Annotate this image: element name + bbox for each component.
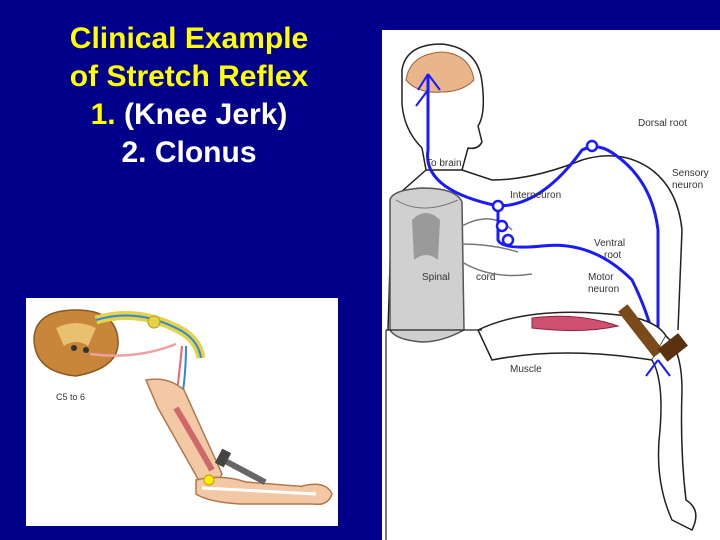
arm-reflex-svg: C5 to 6 xyxy=(33,309,333,506)
hand xyxy=(301,483,333,506)
sensory-neuron-label-1: Sensory xyxy=(672,168,709,179)
nerve-roots xyxy=(461,218,533,277)
reflex-hammer-head xyxy=(657,333,688,362)
lower-leg xyxy=(651,335,697,532)
sensory-neuron-label-2: neuron xyxy=(672,180,703,191)
forearm-bone xyxy=(201,486,317,496)
knee-jerk-illustration: Spinal cord To brain Dorsal root Sensory… xyxy=(382,30,720,540)
title-line-1: Clinical Example xyxy=(69,22,309,55)
to-brain-label: To brain xyxy=(426,158,462,169)
motor-neuron-dot xyxy=(83,347,89,353)
reflex-hammer-head xyxy=(214,448,232,468)
title-line-3-number: 1. xyxy=(90,98,116,131)
slide-title: Clinical Example of Stretch Reflex 1. (K… xyxy=(14,20,364,172)
interneuron-dot xyxy=(71,345,77,351)
biceps-muscle xyxy=(173,406,215,472)
interneuron-node-3 xyxy=(501,233,515,247)
cord-label: cord xyxy=(476,272,495,283)
motor-pathway xyxy=(496,206,660,361)
reflex-hammer-handle xyxy=(223,458,267,485)
spinal-cord-block xyxy=(389,187,465,343)
spinal-cord-top-edge xyxy=(395,199,459,209)
motor-neuron-label-2: neuron xyxy=(588,284,619,295)
spinal-grey-matter xyxy=(412,213,440,260)
spinal-cord-section xyxy=(33,309,119,377)
sensory-fiber xyxy=(95,314,202,359)
sensory-pathway xyxy=(426,74,660,360)
knee-jerk-svg: Spinal cord To brain Dorsal root Sensory… xyxy=(385,43,709,540)
patellar-nerve-ending xyxy=(645,359,671,377)
muscle-label: Muscle xyxy=(510,364,542,375)
dorsal-root-ganglion xyxy=(147,315,161,329)
spinal-label: Spinal xyxy=(422,272,450,283)
motor-fiber xyxy=(89,342,177,357)
segment-label: C5 to 6 xyxy=(56,392,85,402)
title-line-3-text: (Knee Jerk) xyxy=(123,98,288,131)
interneuron-node-1 xyxy=(491,199,505,213)
motor-neuron-label-1: Motor xyxy=(588,272,614,283)
arm-reflex-illustration: C5 to 6 xyxy=(26,298,338,526)
title-line-3: 1. (Knee Jerk) xyxy=(14,96,364,134)
chair-outline xyxy=(385,329,482,540)
title-line-2: of Stretch Reflex xyxy=(69,60,309,93)
quadriceps-muscle xyxy=(531,315,620,332)
ventral-root-label-2: root xyxy=(604,250,621,261)
thigh xyxy=(477,311,667,361)
brain-pathway-branches xyxy=(415,73,441,107)
reflex-hammer-handle xyxy=(618,304,664,358)
interneuron-label: Interneuron xyxy=(510,190,561,201)
dorsal-root-ganglion xyxy=(585,139,599,153)
interneuron-node-2 xyxy=(495,219,509,233)
tap-point xyxy=(203,474,215,486)
title-line-4: 2. Clonus xyxy=(121,136,257,169)
dorsal-root-label: Dorsal root xyxy=(638,118,687,129)
ventral-root-label-1: Ventral xyxy=(594,238,625,249)
grey-matter xyxy=(56,323,96,346)
